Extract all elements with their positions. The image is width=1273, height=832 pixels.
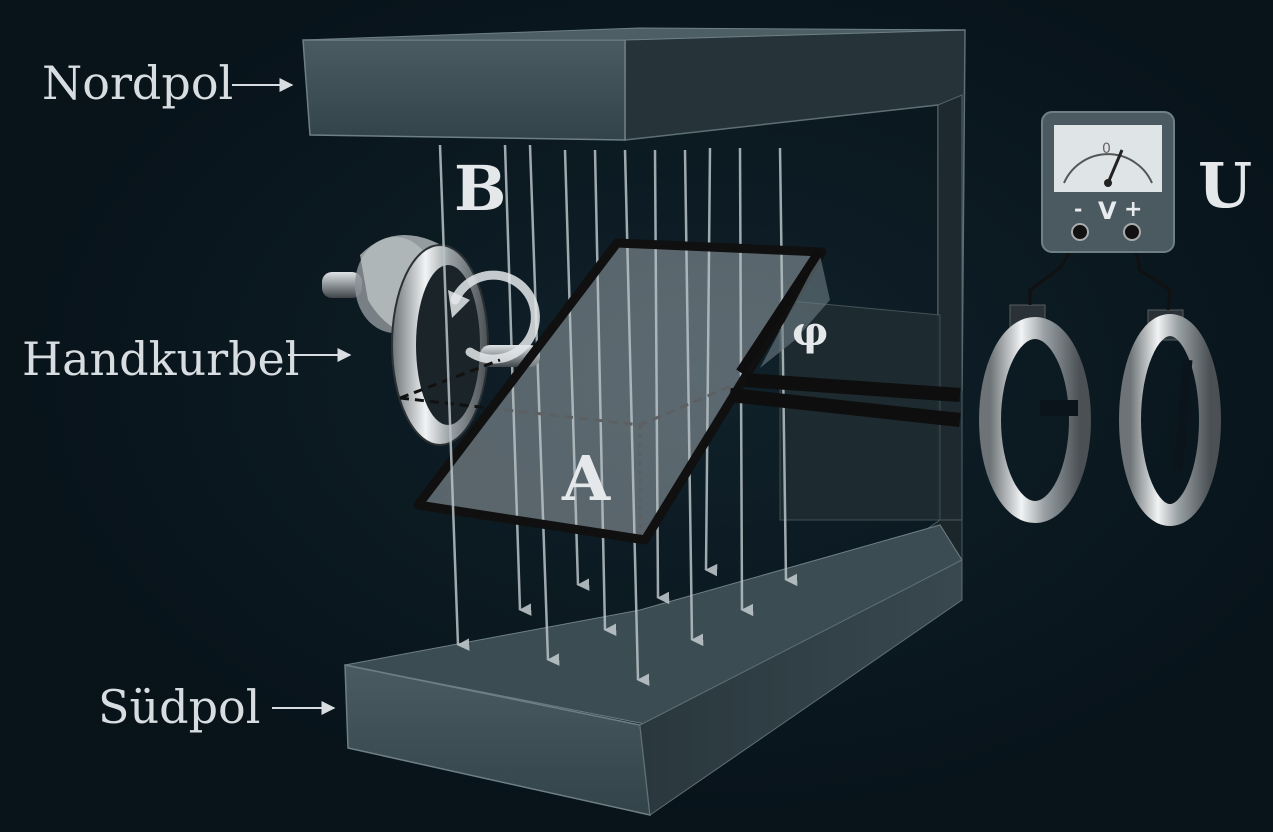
field-line <box>778 147 798 587</box>
field-symbol: B <box>454 152 507 225</box>
field-line <box>683 149 704 647</box>
hand-crank-label: Handkurbel <box>22 332 300 386</box>
field-line <box>623 149 650 686</box>
north-pole-block <box>302 27 966 141</box>
voltmeter <box>1041 111 1175 253</box>
rotation-arrow-icon <box>448 270 540 364</box>
voltage-symbol: U <box>1198 149 1253 222</box>
meter-plus: + <box>1124 197 1143 222</box>
area-symbol: A <box>562 442 611 515</box>
meter-scale-zero: 0 <box>1102 141 1111 157</box>
angle-symbol: φ <box>792 308 829 355</box>
meter-minus: - <box>1074 197 1083 221</box>
meter-unit: V <box>1098 197 1117 225</box>
label-arrows <box>232 78 352 715</box>
slip-ring-right <box>1119 309 1221 526</box>
south-pole-label: Südpol <box>98 680 261 734</box>
field-line <box>528 144 560 666</box>
lead-wires <box>729 247 961 427</box>
field-line <box>704 147 718 577</box>
magnetic-field-lines-front <box>438 144 470 651</box>
field-line <box>593 149 617 637</box>
field-line <box>563 149 590 591</box>
rotation-plane-outline <box>399 358 746 540</box>
field-line <box>438 144 470 651</box>
south-pole-block <box>344 524 963 816</box>
north-pole-label: Nordpol <box>42 56 234 110</box>
slip-ring-left <box>979 304 1091 523</box>
magnetic-field-lines <box>503 144 798 686</box>
